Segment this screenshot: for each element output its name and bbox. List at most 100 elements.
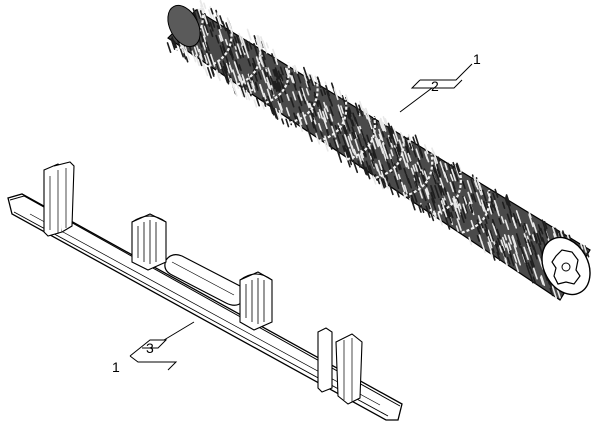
bristle-tuft (417, 157, 423, 170)
bristle-tuft (252, 62, 258, 76)
bristle-tuft (503, 234, 508, 241)
bristle-tuft (266, 81, 271, 90)
bristle-tuft (511, 217, 516, 227)
bristle-chevron (375, 135, 405, 179)
bristle-tuft (196, 45, 200, 53)
bristle-tuft (526, 242, 532, 255)
bristle-tuft (504, 258, 508, 266)
bristle-tuft (318, 109, 324, 120)
bristle-tuft (441, 198, 446, 206)
bristle-tuft (556, 288, 561, 299)
bristle-tuft (263, 69, 268, 77)
bristle-tuft (462, 203, 467, 214)
bristle-tuft (505, 194, 511, 207)
bristle-tuft (456, 199, 460, 206)
bristle-tuft (381, 148, 388, 162)
bristle-tuft (225, 22, 231, 35)
bristle-tuft (442, 204, 448, 218)
bristle-tuft (475, 192, 482, 206)
bristle-tuft (453, 196, 459, 209)
bristle-tuft (238, 32, 244, 47)
bristle-tuft (225, 62, 231, 74)
bristle-tuft (226, 28, 232, 41)
bristle-tuft (433, 156, 437, 165)
bristle-tuft (331, 125, 337, 138)
bristle-tuft (274, 67, 280, 80)
bristle-chevron (203, 25, 233, 69)
bristle-tuft (218, 22, 222, 30)
bristle-tuft (421, 189, 427, 202)
bristle-tuft (543, 228, 549, 239)
bristle-tuft (302, 72, 308, 84)
bristle-tuft (307, 128, 313, 143)
bristle-tuft (528, 214, 534, 228)
bristle-tuft (506, 199, 510, 206)
bristle-tuft (515, 210, 522, 224)
bristle-tuft (233, 36, 238, 44)
bristle-tuft (397, 143, 402, 153)
bristle-tuft (199, 31, 205, 42)
bristle-tuft (393, 128, 399, 142)
bristle-tuft (257, 35, 263, 48)
bristle-tuft (456, 218, 462, 231)
bristle-tuft (299, 86, 304, 95)
bristle-tuft (351, 119, 355, 127)
bristle-tuft (539, 276, 544, 285)
bristle-tuft (309, 107, 315, 120)
bristle-tuft (403, 135, 409, 148)
bristle-tuft (385, 158, 392, 173)
bristle-tuft (455, 166, 461, 178)
bristle-tuft (356, 134, 363, 148)
bristle-tuft (203, 19, 209, 34)
bristle-tuft (281, 118, 285, 125)
bristle-chevron (289, 80, 319, 124)
bristle-tuft (456, 162, 461, 173)
bristle-tuft (227, 75, 231, 83)
bristle-tuft (235, 51, 239, 59)
bristle-tuft (494, 243, 500, 255)
bristle-chevron (174, 6, 205, 51)
bristle-tuft (210, 66, 215, 76)
bristle-tuft (444, 163, 448, 171)
bristle-tuft (181, 44, 186, 52)
bristle-tuft (345, 108, 351, 120)
bristle-tuft (512, 213, 518, 224)
bristle-tuft (219, 15, 224, 25)
bristle-tuft (532, 267, 538, 280)
bristle-tuft (387, 125, 393, 139)
bristle-tuft (379, 117, 386, 131)
bristle-tuft (240, 44, 246, 56)
bristle-tuft (396, 190, 400, 198)
bristle-tuft (341, 135, 348, 148)
bristle-tuft (541, 219, 547, 231)
bristle-tuft (506, 213, 511, 223)
bristle-tuft (329, 106, 334, 117)
bristle-tuft (242, 75, 247, 85)
bristle-tuft (235, 81, 240, 89)
bristle-tuft (467, 191, 473, 205)
bristle-tuft (554, 227, 559, 237)
bristle-tuft (349, 133, 353, 141)
bristle-tuft (354, 116, 359, 127)
bristle-tuft (285, 107, 291, 117)
bristle-tuft (205, 41, 210, 52)
bristle-tuft (336, 149, 343, 163)
bristle-tuft (195, 54, 200, 67)
bristle-tuft (478, 234, 483, 244)
bristle-tuft (224, 38, 229, 46)
bristle-tuft (529, 273, 534, 284)
bristle-tuft (509, 254, 515, 267)
bristle-tuft (425, 188, 430, 198)
bristle-tuft (329, 113, 334, 122)
bristle-tuft (279, 73, 284, 81)
bristle-tuft (487, 236, 493, 249)
bristle-tuft (262, 97, 267, 107)
bristle-tuft (452, 161, 456, 169)
bristle-tuft (462, 195, 467, 205)
bristle-tuft (201, 26, 206, 38)
bristle-tuft (315, 132, 321, 145)
bristle-tuft (342, 126, 347, 135)
bristle-tuft (242, 82, 247, 93)
squeegee-blade-top (9, 195, 401, 407)
bristle-tuft (338, 110, 343, 120)
